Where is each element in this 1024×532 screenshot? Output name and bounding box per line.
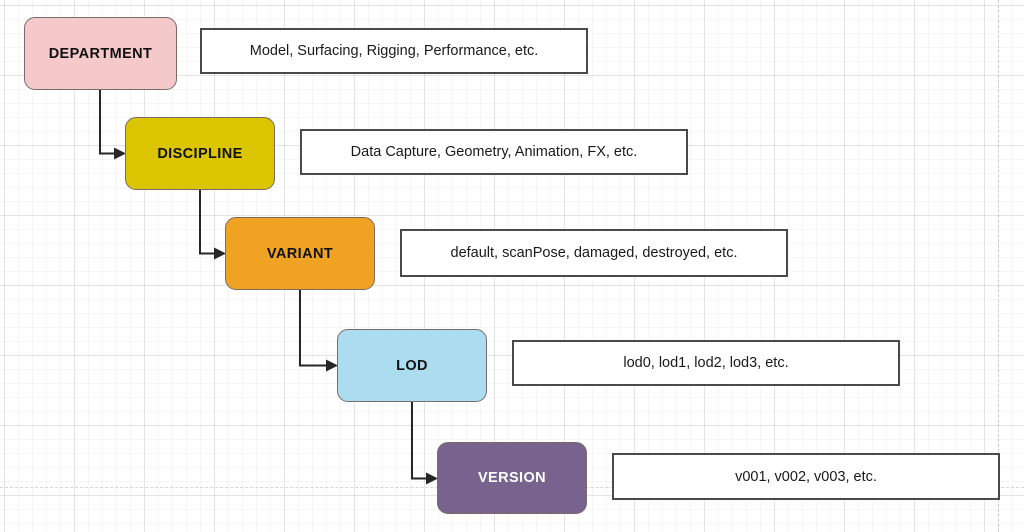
page-guide-vertical bbox=[998, 0, 999, 532]
node-version-label: VERSION bbox=[477, 470, 547, 486]
node-department[interactable]: DEPARTMENT bbox=[24, 17, 177, 90]
examples-discipline-text: Data Capture, Geometry, Animation, FX, e… bbox=[350, 144, 638, 160]
node-variant-label: VARIANT bbox=[266, 245, 334, 262]
examples-department-text: Model, Surfacing, Rigging, Performance, … bbox=[249, 43, 539, 59]
examples-lod: lod0, lod1, lod2, lod3, etc. bbox=[512, 340, 900, 386]
examples-variant-text: default, scanPose, damaged, destroyed, e… bbox=[450, 245, 738, 261]
examples-version: v001, v002, v003, etc. bbox=[612, 453, 1000, 500]
node-lod-label: LOD bbox=[396, 357, 428, 374]
examples-lod-text: lod0, lod1, lod2, lod3, etc. bbox=[623, 355, 789, 371]
connector-department-to-discipline bbox=[99, 90, 126, 160]
connector-discipline-to-variant bbox=[199, 190, 226, 260]
node-department-label: DEPARTMENT bbox=[48, 45, 153, 62]
examples-department: Model, Surfacing, Rigging, Performance, … bbox=[200, 28, 588, 74]
examples-discipline: Data Capture, Geometry, Animation, FX, e… bbox=[300, 129, 688, 175]
node-lod[interactable]: LOD bbox=[337, 329, 487, 402]
node-variant[interactable]: VARIANT bbox=[225, 217, 375, 290]
examples-variant: default, scanPose, damaged, destroyed, e… bbox=[400, 229, 788, 277]
connector-variant-to-lod bbox=[299, 290, 338, 372]
node-discipline-label: DISCIPLINE bbox=[157, 145, 243, 162]
node-discipline[interactable]: DISCIPLINE bbox=[125, 117, 275, 190]
examples-version-text: v001, v002, v003, etc. bbox=[735, 468, 877, 485]
connector-lod-to-version bbox=[411, 402, 438, 485]
node-version[interactable]: VERSION bbox=[437, 442, 587, 514]
